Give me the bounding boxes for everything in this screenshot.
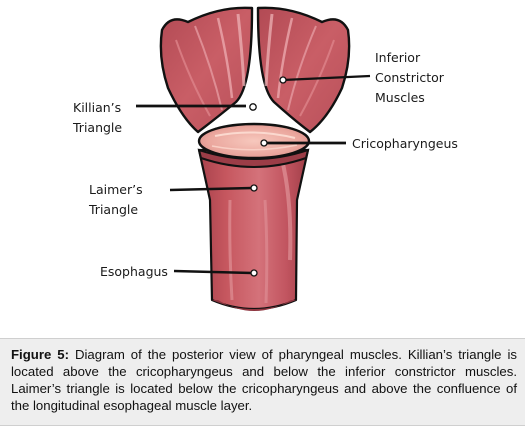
figure-caption-box: Figure 5: Diagram of the posterior view … bbox=[0, 338, 525, 426]
inferior-constrictor-leader bbox=[282, 74, 371, 82]
laimer-triangle-point bbox=[250, 184, 258, 192]
inferior-constrictor-label: Inferior Constrictor Muscles bbox=[375, 50, 448, 105]
killian-triangle-point bbox=[249, 103, 257, 111]
inferior-constrictor-left bbox=[159, 6, 254, 134]
laimer-leader bbox=[169, 186, 253, 192]
esophagus-label: Esophagus bbox=[100, 264, 168, 279]
killian-triangle-label: Killian’s Triangle bbox=[72, 100, 125, 135]
cricopharyngeus-label: Cricopharyngeus bbox=[352, 136, 458, 151]
esophagus-leader bbox=[173, 269, 253, 275]
cricopharyngeus-muscle bbox=[197, 122, 311, 168]
figure-caption: Figure 5: Diagram of the posterior view … bbox=[11, 346, 517, 414]
figure-number: Figure 5: bbox=[11, 347, 69, 362]
cricopharyngeus-point bbox=[260, 139, 268, 147]
inferior-constrictor-point bbox=[279, 76, 287, 84]
esophagus-point bbox=[250, 269, 258, 277]
pharyngeal-muscle-diagram: Inferior Constrictor Muscles Killian’s T… bbox=[72, 6, 458, 311]
laimer-triangle-label: Laimer’s Triangle bbox=[88, 182, 147, 217]
caption-text: Diagram of the posterior view of pharyng… bbox=[11, 347, 517, 413]
inferior-constrictor-right bbox=[256, 6, 351, 134]
esophagus-tube bbox=[197, 148, 310, 311]
